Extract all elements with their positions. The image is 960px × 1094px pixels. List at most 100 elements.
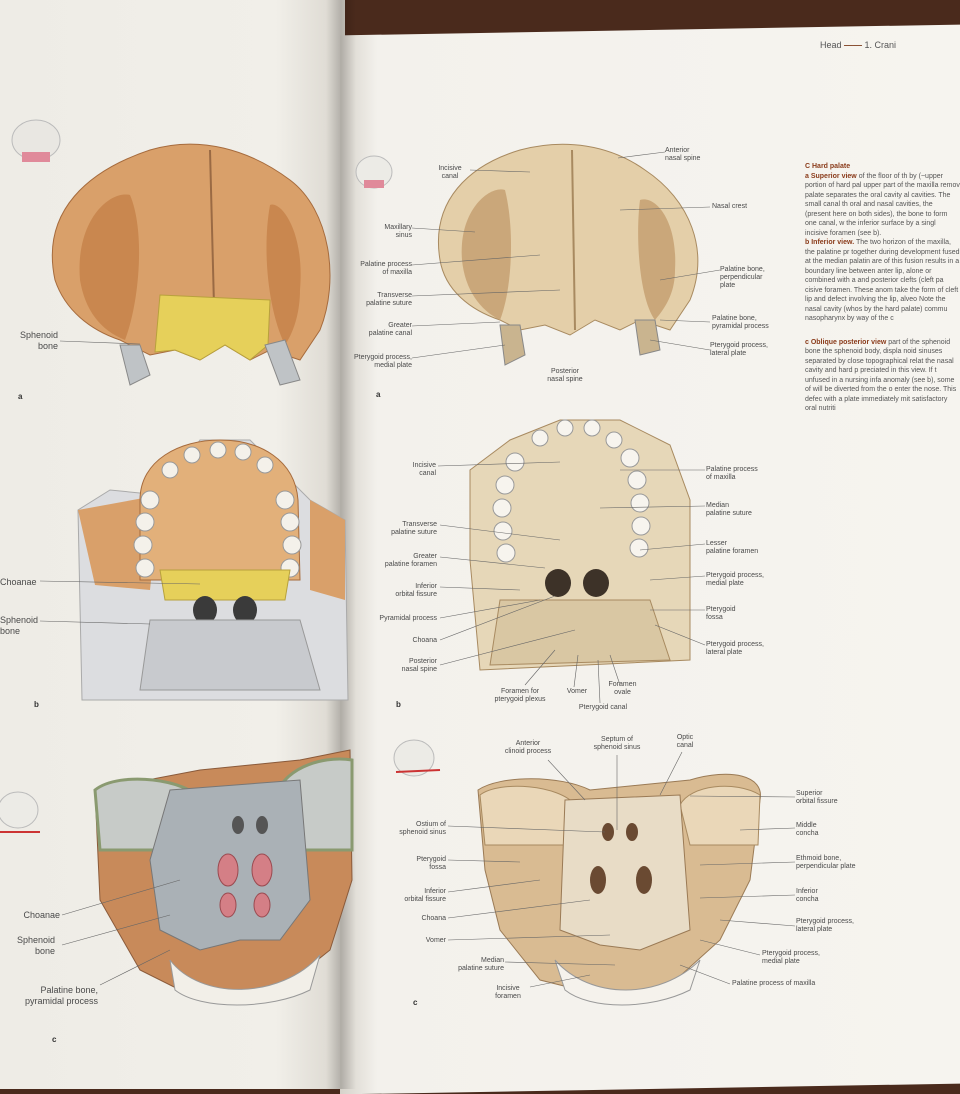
label-line: Sphenoid (0, 615, 39, 625)
caption-title: C Hard palate (805, 163, 851, 170)
label-palatine-pyramidal-c: Palatine bone,pyramidal process (0, 985, 98, 1007)
head-icon (11, 119, 61, 162)
label-line: palatine suture (366, 300, 412, 307)
label-line: Greater (388, 322, 412, 329)
label-pterygoid-lateral-b: Pterygoid process,lateral plate (706, 641, 786, 657)
label-line: Posterior (408, 658, 437, 665)
caption-b-body: The two horizon of the maxilla, the pala… (805, 239, 960, 322)
label-line: Median (706, 502, 729, 509)
label-line: concha (796, 896, 819, 903)
label-pterygoid-lateral-a: Pterygoid process,lateral plate (710, 342, 785, 358)
label-line: Palatine bone, (712, 315, 757, 322)
label-line: lateral plate (796, 926, 833, 933)
label-line: Palatine bone, (40, 985, 98, 995)
caption-b: b Inferior view. The two horizon of the … (805, 238, 960, 324)
label-line: Pterygoid process, (710, 342, 768, 349)
label-line: of maxilla (382, 269, 412, 276)
panel-letter-c-right: c (413, 998, 418, 1007)
label-line: Pterygoid process, (762, 950, 820, 957)
label-line: Middle (796, 822, 817, 829)
label-line: orbital fissure (404, 896, 446, 903)
label-line: Anterior (515, 740, 541, 747)
label-line: Ethmoid bone, (796, 855, 842, 862)
label-choanae-c: Choanae (23, 910, 60, 920)
label-line: Pterygoid process, (354, 354, 412, 361)
label-pterygoid-medial-a: Pterygoid process,medial plate (345, 354, 412, 370)
label-line: Maxillary (384, 224, 412, 231)
label-choana-c: Choana (421, 915, 446, 922)
label-line: nasal spine (665, 155, 701, 162)
label-line: Pterygoid process, (706, 572, 764, 579)
label-line: Inferior (796, 888, 818, 895)
label-vomer-b: Vomer (566, 688, 588, 695)
label-pterygoid-medial-c: Pterygoid process,medial plate (762, 950, 847, 966)
caption-a-head: a Superior view (805, 172, 857, 180)
label-line: canal (441, 173, 459, 180)
label-line: palatine foramen (706, 548, 759, 555)
panel-letter-a: a (18, 392, 23, 401)
label-line: foramen (495, 993, 521, 1000)
label-nasal-crest: Nasal crest (712, 203, 748, 210)
head-icon (0, 791, 40, 833)
label-line: perpendicular plate (796, 863, 856, 870)
panel-letter-b-right: b (396, 700, 401, 709)
label-line: Pterygoid (706, 606, 736, 613)
label-line: medial plate (374, 362, 412, 369)
label-line: sphenoid sinus (399, 829, 446, 836)
illustration-left-c (93, 749, 354, 1006)
label-line: Inferior (424, 888, 446, 895)
label-line: fossa (706, 614, 723, 621)
illustration-left-a (51, 143, 331, 386)
label-line: concha (796, 830, 819, 837)
head-icon (393, 739, 441, 777)
label-line: Optic (676, 734, 694, 741)
label-vomer-c: Vomer (425, 937, 446, 944)
label-line: bone (0, 626, 21, 636)
label-choanae-b: Choanae (0, 577, 37, 587)
label-line: ovale (614, 689, 631, 696)
label-line: pterygoid plexus (494, 696, 546, 703)
label-pyramidal-process-b: Pyramidal process (379, 615, 437, 622)
caption-c: c Oblique posterior view part of the sph… (805, 338, 960, 414)
caption-text: C Hard palate a Superior view of the flo… (805, 162, 960, 682)
illustration-right-a (438, 143, 699, 366)
label-line: Pterygoid process, (706, 641, 764, 648)
label-pterygoid-canal: Pterygoid canal (578, 704, 628, 711)
label-line: sphenoid sinus (593, 744, 641, 751)
label-line: Incisive (438, 165, 462, 172)
label-line: palatine suture (706, 510, 752, 517)
label-line: Sphenoid (19, 330, 58, 340)
illustration-left-b (77, 439, 349, 701)
label-line: palatine suture (391, 529, 437, 536)
label-line: Septum of (601, 736, 633, 743)
caption-b-head: b Inferior view. (805, 239, 855, 246)
panel-letter-b: b (34, 700, 39, 709)
caption-a: a Superior view of the floor of th by (~… (805, 172, 960, 239)
label-line: perpendicular (720, 274, 763, 281)
head-icon (355, 155, 393, 189)
caption-c-head: c Oblique posterior view (805, 338, 887, 346)
label-line: Median (481, 957, 504, 964)
